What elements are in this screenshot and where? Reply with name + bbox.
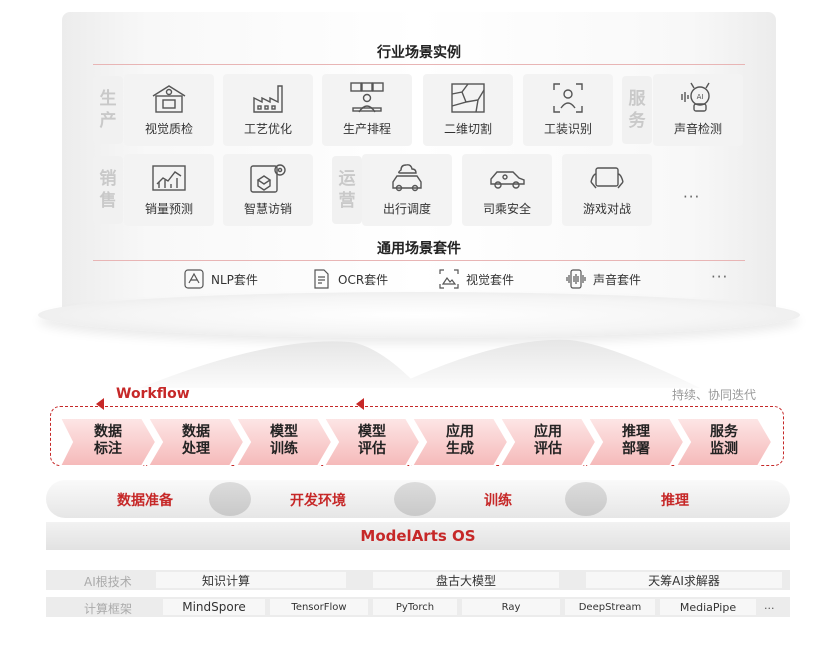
compute-framework-label: 计算框架 xyxy=(84,602,133,616)
vision-image-icon xyxy=(439,269,459,289)
framework-mindspore[interactable]: MindSpore xyxy=(163,599,265,615)
suite-ocr[interactable]: OCR套件 xyxy=(310,266,388,292)
framework-tensorflow[interactable]: TensorFlow xyxy=(270,599,368,615)
workflow-note: 持续、协同迭代 xyxy=(672,388,757,402)
phase-inference[interactable]: 推理 xyxy=(661,493,689,509)
compute-framework-row: 计算框架 MindSpore TensorFlow PyTorch Ray De… xyxy=(46,597,790,617)
phase-data-prep[interactable]: 数据准备 xyxy=(117,493,173,509)
workflow-step-data-labeling[interactable]: 数据标注 xyxy=(94,424,122,457)
scenario-card-production-scheduling[interactable]: 生产排程 xyxy=(322,74,412,146)
factory-icon xyxy=(253,85,283,113)
workflow-step-model-evaluation[interactable]: 模型评估 xyxy=(358,424,386,457)
more-suites[interactable]: ··· xyxy=(711,268,729,286)
scenario-card-driver-passenger-safety[interactable]: 司乘安全 xyxy=(462,154,552,226)
scenario-panel-base xyxy=(38,292,800,338)
svg-text:AI: AI xyxy=(697,93,704,101)
sales-chart-icon xyxy=(152,165,186,191)
tablet-hands-icon xyxy=(590,167,624,189)
car-cloud-icon xyxy=(392,164,422,192)
workflow-step-app-evaluation[interactable]: 应用评估 xyxy=(534,424,562,457)
ai-root-tech-label: AI根技术 xyxy=(84,575,132,589)
ai-robot-sound-icon: AI xyxy=(681,82,710,112)
general-suite-divider xyxy=(93,260,745,261)
workflow-step-app-generation[interactable]: 应用生成 xyxy=(446,424,474,457)
scheduler-person-icon xyxy=(350,82,384,113)
scenario-card-visual-inspection[interactable]: 视觉质检 xyxy=(124,74,214,146)
scenario-card-sales-forecast[interactable]: 销量预测 xyxy=(124,154,214,226)
framework-mediapipe[interactable]: MediaPipe xyxy=(660,599,756,615)
suite-sound[interactable]: 声音套件 xyxy=(565,266,641,292)
framework-pytorch[interactable]: PyTorch xyxy=(373,599,457,615)
worker-scan-icon xyxy=(553,83,583,113)
scenario-card-process-optimization[interactable]: 工艺优化 xyxy=(223,74,313,146)
suite-vision[interactable]: 视觉套件 xyxy=(438,266,514,292)
car-side-icon xyxy=(490,171,525,189)
phase-training[interactable]: 训练 xyxy=(484,493,512,509)
modelarts-os-bar: ModelArts OS xyxy=(46,522,790,550)
phase-separator xyxy=(394,482,436,516)
phase-separator xyxy=(565,482,607,516)
category-service: 服务 xyxy=(622,76,652,144)
industry-title: 行业场景实例 xyxy=(377,45,461,61)
workflow-chevrons xyxy=(60,418,774,466)
ai-root-tech-row: AI根技术 知识计算 盘古大模型 天筹AI求解器 xyxy=(46,570,790,590)
ai-root-knowledge-computing[interactable]: 知识计算 xyxy=(156,572,346,588)
framework-deepstream[interactable]: DeepStream xyxy=(565,599,655,615)
phase-dev-env[interactable]: 开发环境 xyxy=(290,493,346,509)
general-suite-title: 通用场景套件 xyxy=(377,241,461,257)
workflow-title: Workflow xyxy=(116,386,190,402)
workflow-step-service-monitoring[interactable]: 服务监测 xyxy=(710,424,738,457)
scenario-card-travel-dispatch[interactable]: 出行调度 xyxy=(362,154,452,226)
cutting-pattern-icon xyxy=(451,83,485,113)
suite-nlp[interactable]: NLP套件 xyxy=(183,266,258,292)
mountain-decoration xyxy=(140,339,700,388)
category-sales: 销售 xyxy=(93,156,123,224)
scenario-card-2d-cutting[interactable]: 二维切割 xyxy=(423,74,513,146)
workflow-step-model-training[interactable]: 模型训练 xyxy=(270,424,298,457)
workflow-step-inference-deployment[interactable]: 推理部署 xyxy=(622,424,650,457)
ai-root-pangu-model[interactable]: 盘古大模型 xyxy=(373,572,559,588)
factory-camera-icon xyxy=(152,85,186,113)
framework-ray[interactable]: Ray xyxy=(462,599,560,615)
more-frameworks[interactable]: ... xyxy=(764,599,775,612)
ocr-document-icon xyxy=(314,269,329,289)
workflow-step-data-processing[interactable]: 数据处理 xyxy=(182,424,210,457)
ai-root-tianchou-solver[interactable]: 天筹AI求解器 xyxy=(586,572,782,588)
boxes-eye-icon xyxy=(250,164,286,193)
phase-separator xyxy=(209,482,251,516)
category-operation: 运营 xyxy=(332,156,362,224)
scenario-card-smart-visit-sales[interactable]: 智慧访销 xyxy=(223,154,313,226)
category-production: 生产 xyxy=(93,76,123,144)
more-scenarios[interactable]: ··· xyxy=(683,188,701,206)
industry-divider xyxy=(93,64,745,65)
nlp-icon xyxy=(184,269,204,289)
scenario-card-sound-detection[interactable]: AI 声音检测 xyxy=(653,74,743,146)
scenario-card-game-battle[interactable]: 游戏对战 xyxy=(562,154,652,226)
scenario-card-tooling-recognition[interactable]: 工装识别 xyxy=(523,74,613,146)
sound-wave-icon xyxy=(566,269,586,289)
